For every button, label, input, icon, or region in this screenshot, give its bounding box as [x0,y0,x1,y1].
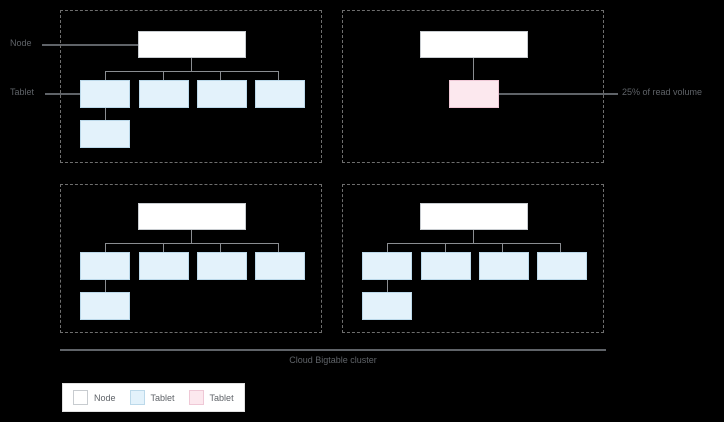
tablet-box[interactable] [139,80,189,108]
tablet-box[interactable] [80,292,130,320]
connector-drop [105,108,106,120]
tablet-box[interactable] [197,252,247,280]
connector-drop [387,280,388,292]
connector-drop [220,243,221,252]
node-box[interactable] [138,203,246,230]
connector-drop [163,71,164,80]
tablet-box[interactable] [537,252,587,280]
connector-drop [163,243,164,252]
connector-drop [560,243,561,252]
connector-trunk [191,58,192,71]
legend: Node Tablet Tablet [62,383,245,412]
connector-bus [105,243,278,244]
cluster-caption: Cloud Bigtable cluster [289,355,377,365]
node-swatch [73,390,88,405]
connector-drop [105,280,106,292]
tablet-box[interactable] [80,252,130,280]
connector-drop [502,243,503,252]
connector-drop [220,71,221,80]
node-group-4 [342,184,604,333]
connector-drop [105,243,106,252]
tablet-box[interactable] [421,252,471,280]
connector-drop [278,71,279,80]
hot-tablet-swatch [188,390,204,405]
node-group-1 [60,10,322,163]
node-group-3 [60,184,322,333]
hot-tablet-annotation: 25% of read volume [622,87,703,97]
connector-trunk [191,230,192,243]
side-label-tablet: Tablet [10,87,35,97]
tablet-box[interactable] [80,120,130,148]
connector-trunk [473,58,474,80]
tablet-box[interactable] [139,252,189,280]
node-group-2 [342,10,604,163]
tablet-leader-line [45,93,80,95]
tablet-swatch [129,390,145,405]
legend-label: Node [94,392,116,403]
tablet-box[interactable] [362,252,412,280]
connector-drop [387,243,388,252]
connector-bus [105,71,278,72]
cluster-divider [60,349,606,351]
connector-trunk [473,230,474,243]
connector-bus [387,243,560,244]
hot-tablet-leader-line [499,93,618,95]
node-box[interactable] [138,31,246,58]
tablet-box[interactable] [255,252,305,280]
legend-label: Tablet [150,392,175,403]
legend-item: Tablet [188,390,234,405]
hot-tablet-box[interactable] [449,80,499,108]
legend-label: Tablet [209,392,234,403]
node-leader-line [42,44,138,46]
tablet-box[interactable] [362,292,412,320]
legend-item: Node [73,390,116,405]
node-box[interactable] [420,203,528,230]
legend-item: Tablet [129,390,175,405]
tablet-box[interactable] [80,80,130,108]
tablet-box[interactable] [479,252,529,280]
connector-drop [278,243,279,252]
tablet-box[interactable] [197,80,247,108]
tablet-box[interactable] [255,80,305,108]
node-box[interactable] [420,31,528,58]
connector-drop [445,243,446,252]
connector-drop [105,71,106,80]
side-label-node: Node [10,38,32,48]
